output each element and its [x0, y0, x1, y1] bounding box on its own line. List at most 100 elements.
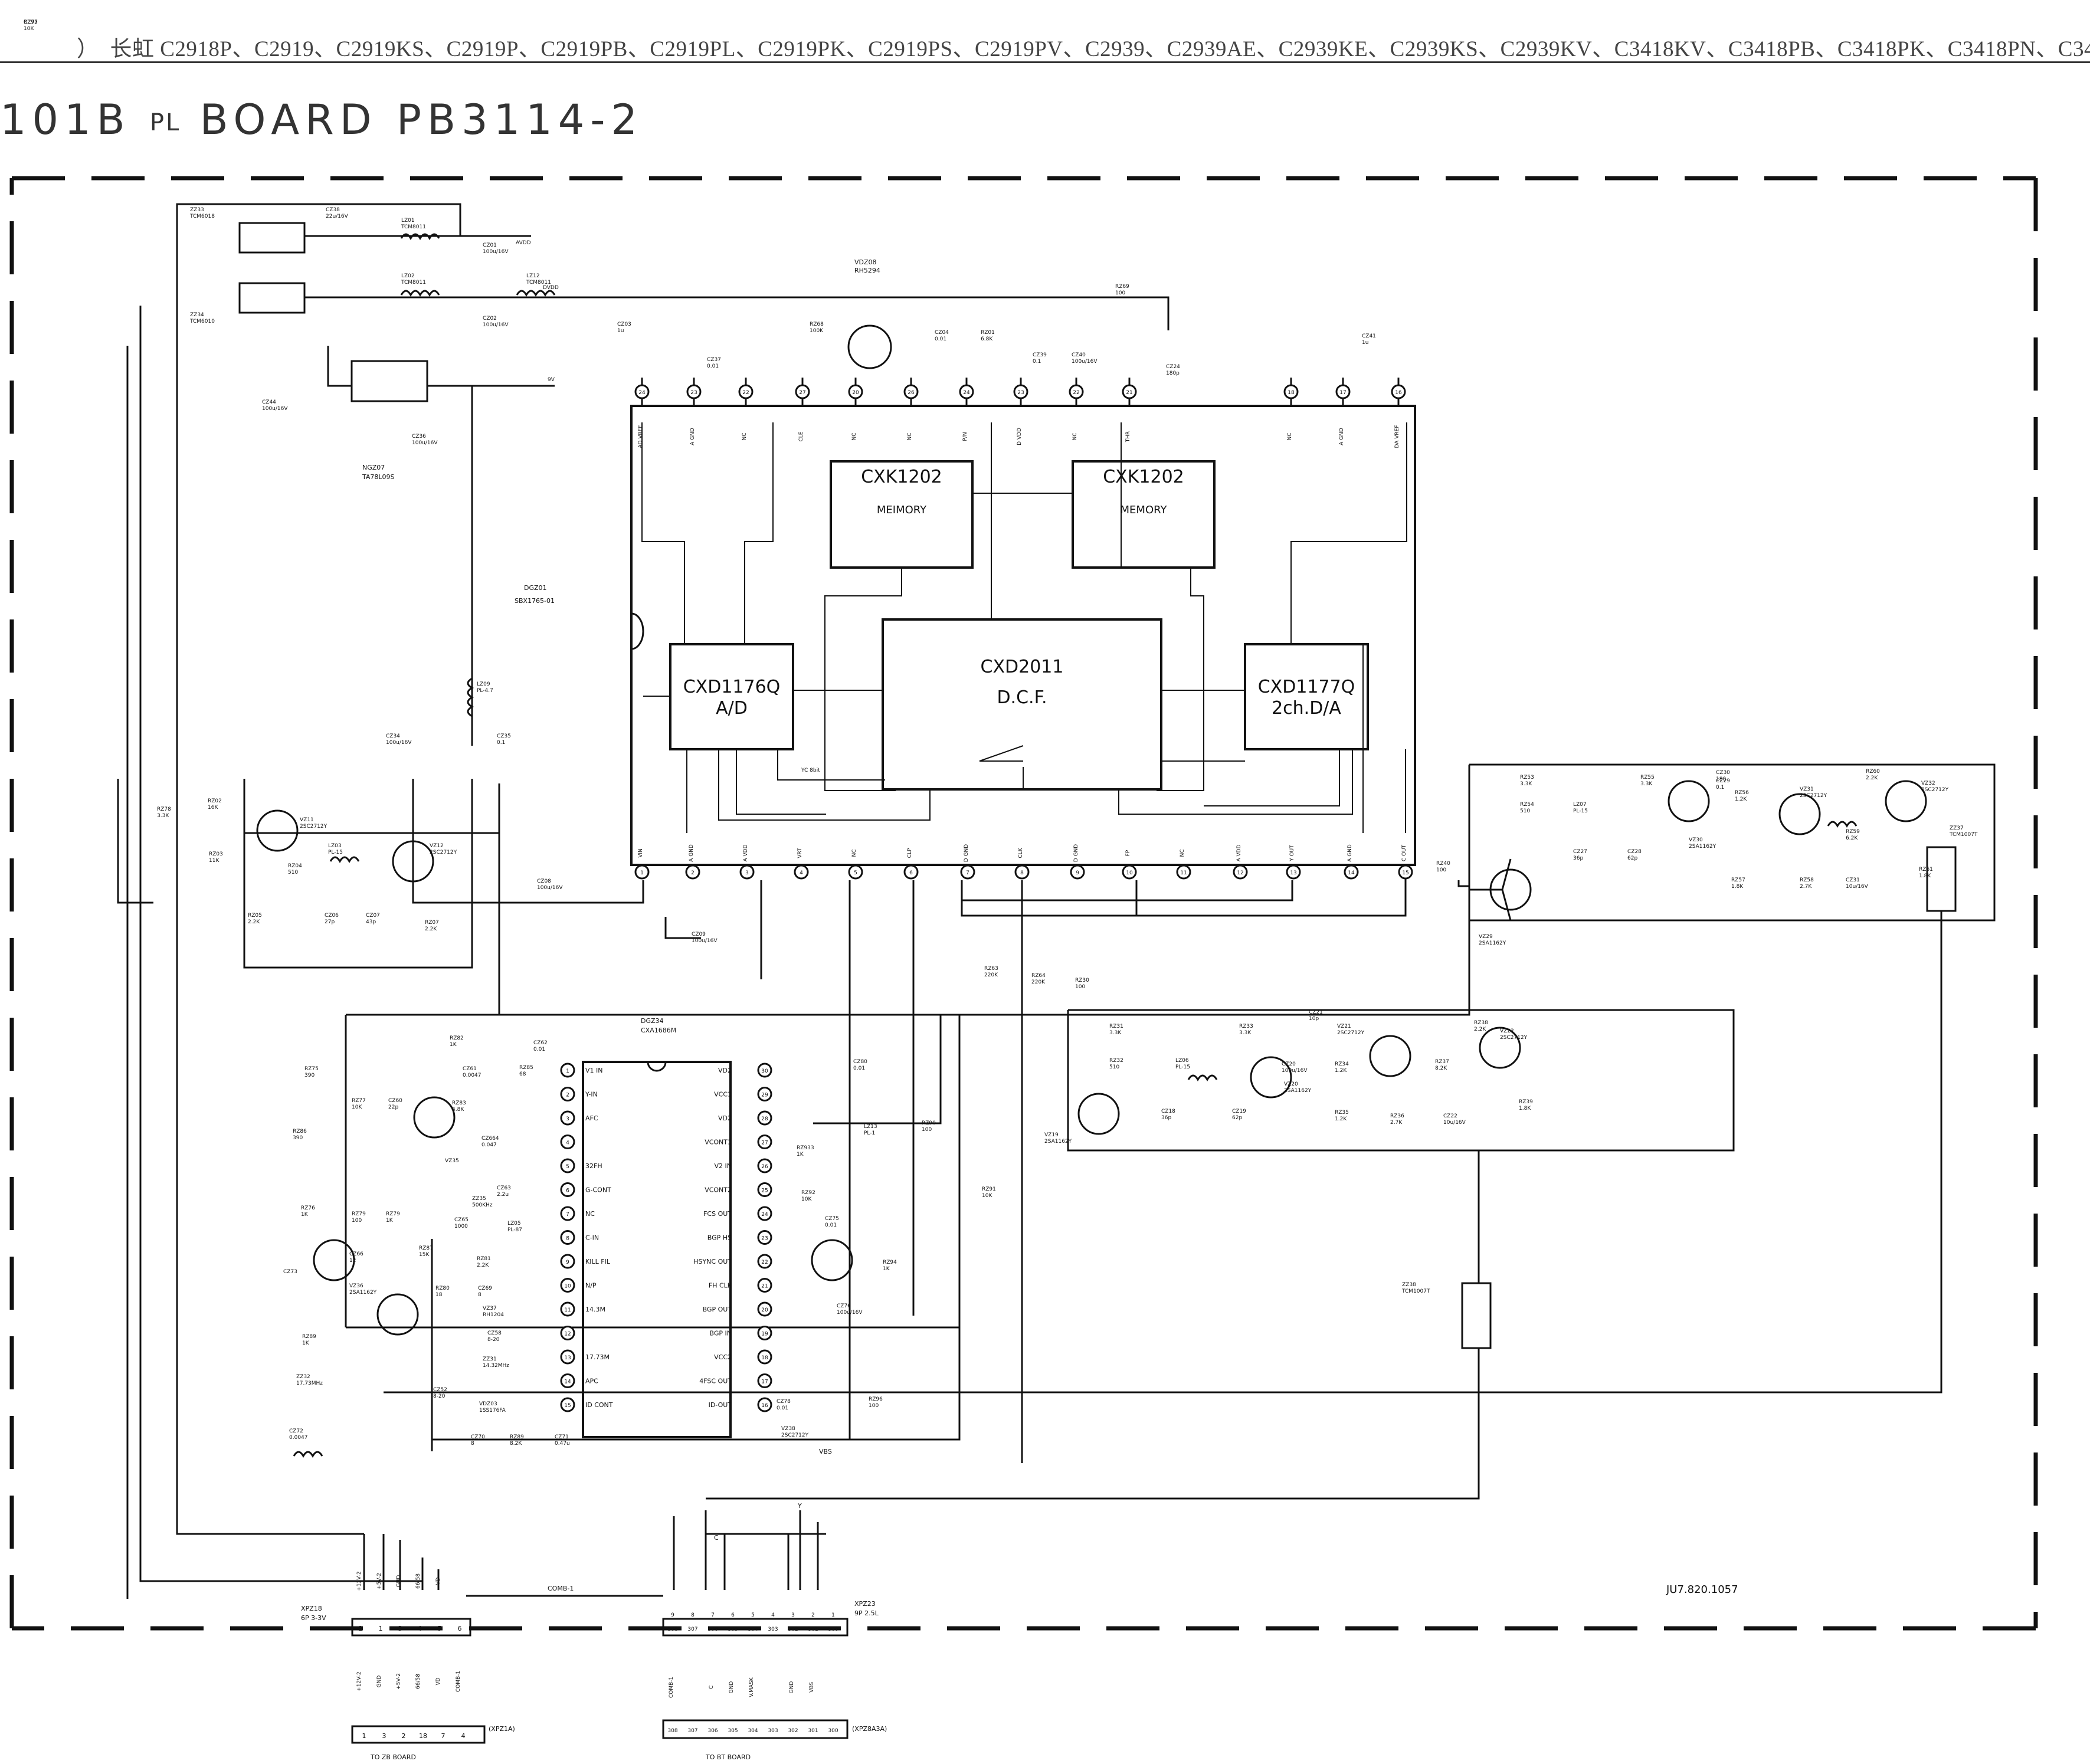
component-value: 0.01 [853, 1065, 865, 1071]
component-ref: VZ32 [1921, 781, 1935, 786]
component-value: 3.3K [1239, 1030, 1252, 1036]
module-top-pin-number: 24 [638, 390, 646, 396]
mem2-func: MEMORY [1121, 504, 1168, 516]
component-value: 1K [301, 1212, 309, 1218]
module-top-pin-number: 23 [1017, 390, 1024, 396]
connector-xpz23 [662, 1618, 849, 1637]
xpz23-plug-pin: 308 [667, 1728, 677, 1734]
component-value: 100 [352, 1218, 362, 1224]
filter-zz34 [238, 282, 306, 314]
module-top-pin-label: D VDD [1017, 428, 1023, 445]
component-value: 100 [1436, 867, 1446, 873]
component-ref: RZ94 [883, 1260, 897, 1265]
filter-zz33 [238, 222, 306, 254]
xpz18-plug-pin: 4 [461, 1732, 466, 1740]
component-value: 0.0047 [289, 1435, 308, 1441]
component-value: 27p [325, 919, 335, 925]
component-ref: CZ61 [463, 1066, 477, 1072]
module-bottom-pin-number: 4 [800, 870, 803, 876]
xpz1a-name: (XPZ1A) [489, 1725, 515, 1733]
mem1-func: MEIMORY [877, 504, 927, 516]
ic34-left-pin-label: V1 IN [585, 1067, 603, 1074]
ic34-right-pin-number: 19 [761, 1332, 768, 1337]
component-value: 2SC2712Y [430, 850, 457, 855]
component-ref: RZ40 [1436, 861, 1450, 867]
component-value: 8 [471, 1441, 474, 1447]
component-value: 2.2u [497, 1192, 509, 1198]
component-value: 3.3K [1520, 781, 1532, 787]
component-value: 390 [304, 1073, 315, 1078]
ic34-right-pin [757, 1254, 772, 1269]
ic-ta78l09s [350, 360, 428, 402]
component-value: 1K [450, 1042, 457, 1048]
xpz23-plug-label: COMB-1 [669, 1677, 674, 1698]
transistor-vz11 [256, 809, 299, 852]
transistor-vz22 [1479, 1027, 1521, 1069]
ic34-left-pin-number: 1 [566, 1068, 569, 1074]
module-bottom-pin-label: A VDD [743, 844, 749, 861]
component-value: 1.2K [1735, 796, 1747, 802]
component-ref: RZ91 [982, 1186, 996, 1192]
ic34-left-pin [560, 1301, 575, 1317]
ic34-left-pin [560, 1087, 575, 1101]
module-bottom-pin-label: FP [1125, 850, 1131, 856]
xpz18-plug-pin: 18 [419, 1732, 427, 1740]
header-rule [0, 61, 2090, 63]
ic34-left-pin-label: Y-IN [585, 1091, 598, 1099]
component-value: 3.3K [1640, 781, 1653, 787]
component-value: 1000 [454, 1224, 468, 1229]
xpz18-plug-pin: 3 [382, 1732, 386, 1740]
transistor-vz35 [413, 1096, 456, 1139]
module-top-pin-number: 16 [1395, 390, 1402, 396]
ic34-left-pin-number: 6 [566, 1188, 569, 1194]
module-bottom-pin-label: A VDD [1236, 844, 1242, 861]
component-value: 1.2K [1335, 1116, 1347, 1122]
xpz23-pin: 301 [808, 1627, 818, 1632]
component-ref: RZ36 [1390, 1113, 1404, 1119]
component-value: 8-20 [487, 1337, 500, 1343]
module-bottom-pin [685, 864, 700, 880]
ic34-right-pin [757, 1278, 772, 1293]
component-ref: CZ41 [1362, 333, 1376, 339]
component-value: 2.7K [1390, 1120, 1403, 1126]
module-bottom-pin [960, 864, 975, 880]
component-value: 100u/16V [412, 440, 438, 446]
component-value: TCM1007T [1401, 1288, 1430, 1294]
transistor-vz20 [1250, 1056, 1292, 1099]
transistor-vz19 [1077, 1093, 1120, 1135]
component-ref: CZ37 [707, 357, 721, 363]
ic34-right-pin [757, 1373, 772, 1388]
component-ref: RZ33 [1239, 1024, 1253, 1029]
module-dgz01 [630, 405, 1416, 866]
component-ref: CZ35 [497, 733, 511, 739]
component-value: 1.8K [1731, 884, 1744, 890]
xpz18-wire-label: +5V-2 [376, 1573, 382, 1589]
vdz-ref: VDZ08 [854, 258, 877, 266]
ic34-right-pin-number: 18 [761, 1355, 768, 1361]
component-ref: RZ82 [450, 1035, 464, 1041]
component-value: 10u/16V [1846, 884, 1869, 890]
component-ref: CZ27 [1573, 849, 1587, 855]
xpz23-plug-pin: 304 [748, 1728, 758, 1734]
transistor-vz30 [1668, 780, 1710, 822]
component-value: 2SC2712Y [1337, 1030, 1365, 1036]
ic34-right-pin-number: 21 [761, 1284, 768, 1290]
module-bottom-pin-number: 5 [854, 870, 857, 876]
component-value: 8-20 [433, 1394, 445, 1399]
component-ref: CZ09 [692, 932, 706, 937]
component-value: 2SC2712Y [300, 824, 327, 829]
ic34-right-pin-number: 16 [761, 1403, 768, 1409]
component-ref: RZ89 [510, 1434, 524, 1440]
component-value: 220K [1031, 979, 1046, 985]
component-ref: CZ38 [326, 207, 340, 213]
component-value: PL-4.7 [477, 688, 493, 694]
component-ref: VZ12 [430, 843, 444, 849]
module-top-pin-label: NC [1287, 432, 1293, 440]
ic34-part: CXA1686M [641, 1027, 676, 1034]
plug-xpz8a3a [662, 1719, 849, 1739]
component-ref: VZ38 [781, 1426, 795, 1432]
component-ref: RZ68 [810, 322, 824, 327]
component-ref: CZ78 [777, 1399, 791, 1405]
module-bottom-pin-label: NC [1180, 849, 1185, 857]
module-bottom-pin [1176, 864, 1191, 880]
